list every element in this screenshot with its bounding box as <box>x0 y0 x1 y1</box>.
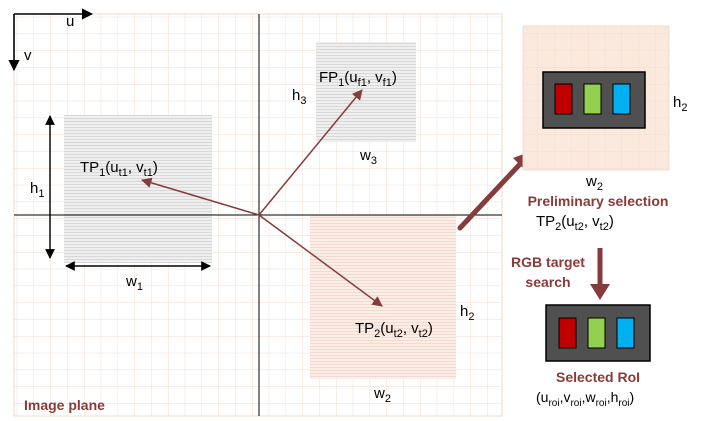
crop-arrow <box>457 159 525 231</box>
image-plane <box>13 13 503 417</box>
image-plane-caption: Image plane <box>24 397 105 413</box>
tp2-label: TP2(ut2, vt2) <box>355 320 433 340</box>
selected-roi-coords: (uroi,vroi,wroi,hroi) <box>536 389 634 409</box>
selected-roi-module <box>545 304 651 362</box>
region-tp2 <box>310 215 456 379</box>
blue-led <box>612 83 631 115</box>
red-led <box>554 83 573 115</box>
preliminary-selection-title: Preliminary selection <box>528 193 669 209</box>
search-label-line2: search <box>525 274 570 290</box>
region-tp1 <box>64 115 212 263</box>
h1-label: h1 <box>30 180 44 200</box>
green-led <box>583 83 602 115</box>
h2-label: h2 <box>460 303 474 323</box>
w1-label: w1 <box>125 273 143 293</box>
preliminary-h2-label: h2 <box>673 94 687 114</box>
preliminary-selection-panel <box>522 25 670 171</box>
v-axis-label: v <box>24 47 32 64</box>
w3-label: w3 <box>359 147 377 167</box>
tp1-label: TP1(ut1, vt1) <box>80 159 158 179</box>
h3-label: h3 <box>292 87 306 107</box>
vector-to-tp1 <box>140 177 260 216</box>
search-label-line1: RGB target <box>511 254 585 270</box>
roi-blue-led <box>616 317 635 349</box>
w2-label: w2 <box>373 385 391 405</box>
uv-axes: u v <box>8 8 94 72</box>
fp1-label: FP1(uf1, vf1) <box>319 69 397 89</box>
preliminary-tp2-label: TP2(ut2, vt2) <box>536 213 614 233</box>
search-arrow-head <box>590 284 610 300</box>
u-axis-label: u <box>66 13 74 30</box>
vector-to-fp1 <box>258 89 363 216</box>
vector-to-tp2 <box>258 214 383 307</box>
roi-red-led <box>558 317 577 349</box>
roi-green-led <box>587 317 606 349</box>
selected-roi-title: Selected RoI <box>556 369 640 385</box>
preliminary-w2-label: w2 <box>585 173 603 193</box>
